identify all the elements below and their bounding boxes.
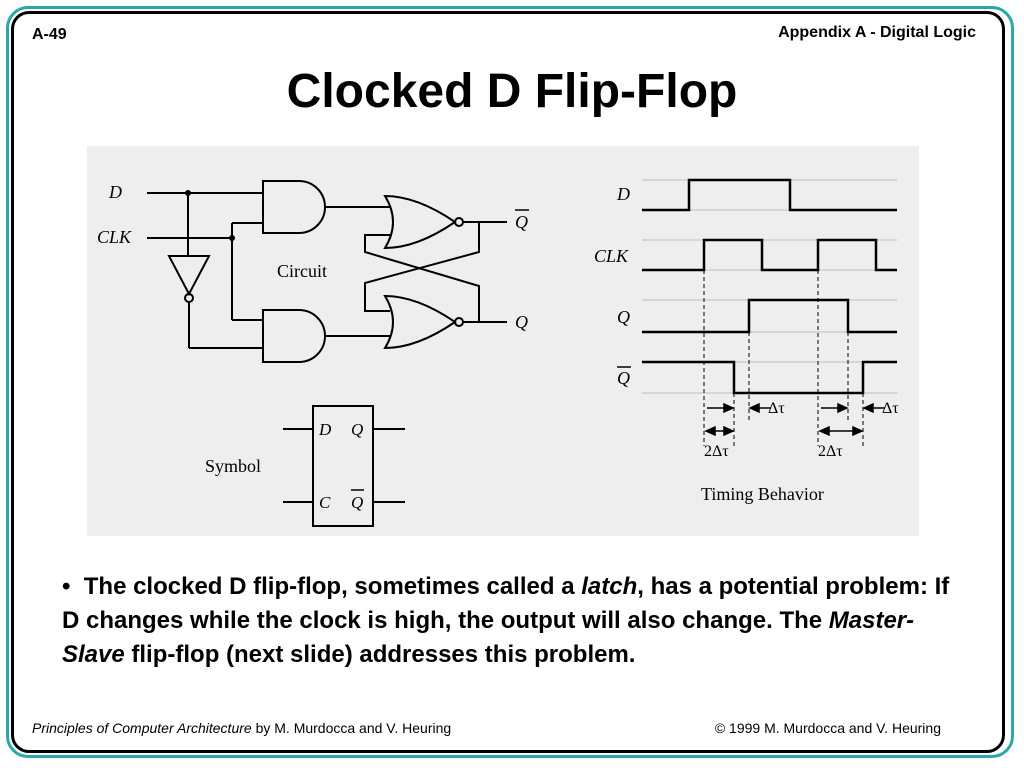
circuit-diagram <box>147 180 507 363</box>
timing-dashed-guides <box>703 270 864 446</box>
book-authors: by M. Murdocca and V. Heuring <box>251 720 452 736</box>
figure-panel: D CLK Q Q Circuit D C Q Q Symbol <box>87 146 919 536</box>
circuit-q-label: Q <box>515 312 528 332</box>
slide-frame-inner <box>11 11 1005 753</box>
flipflop-symbol <box>283 405 405 527</box>
circuit-qbar-label: Q <box>515 212 528 232</box>
delay-label-1: Δτ <box>768 400 785 417</box>
page-title: Clocked D Flip-Flop <box>286 65 738 118</box>
timing-waveforms <box>642 178 897 395</box>
nor-gate-bottom <box>383 294 457 350</box>
bullet-marker: • <box>62 573 71 600</box>
junction-d <box>185 190 191 196</box>
symbol-q-label: Q <box>351 420 363 439</box>
symbol-d-label: D <box>318 420 332 439</box>
timing-q-label: Q <box>617 307 630 327</box>
timing-arrows <box>704 402 885 437</box>
pulse-label-2: 2Δτ <box>818 443 843 460</box>
footer-copyright: © 1999 M. Murdocca and V. Heuring <box>714 720 941 736</box>
circuit-clk-label: CLK <box>97 227 132 247</box>
book-title: Principles of Computer Architecture <box>32 720 252 736</box>
section-title: Appendix A - Digital Logic <box>778 24 976 41</box>
timing-caption: Timing Behavior <box>701 484 824 504</box>
slide-number: A-49 <box>32 26 67 43</box>
delay-label-2: Δτ <box>882 400 899 417</box>
timing-d-label: D <box>616 184 630 204</box>
bullet-part3: flip-flop (next slide) addresses this pr… <box>124 641 636 668</box>
feedback-q-to-nor1 <box>364 234 480 322</box>
waveform-d <box>642 178 897 212</box>
pulse-label-1: 2Δτ <box>704 443 729 460</box>
latch-term: latch <box>581 573 638 600</box>
bullet-text: • The clocked D flip-flop, sometimes cal… <box>62 570 962 672</box>
footer-citation: Principles of Computer Architecture by M… <box>32 720 451 736</box>
slide-frame-outer <box>6 6 1014 758</box>
feedback-qbar-to-nor2 <box>364 222 480 312</box>
timing-clk-label: CLK <box>594 246 629 266</box>
symbol-caption: Symbol <box>205 456 261 476</box>
diagram-svg: D CLK Q Q Circuit D C Q Q Symbol <box>97 178 899 527</box>
circuit-junctions <box>185 190 235 241</box>
inverter-gate <box>167 255 211 297</box>
timing-qbar-label: Q <box>617 368 630 388</box>
circuit-d-label: D <box>108 182 122 202</box>
waveform-qbar <box>642 360 897 395</box>
symbol-box <box>312 405 374 527</box>
bullet-part1: The clocked D flip-flop, sometimes calle… <box>83 573 582 600</box>
symbol-c-label: C <box>319 493 331 512</box>
symbol-qbar-label: Q <box>351 493 363 512</box>
and-gate-bottom <box>262 309 326 363</box>
waveform-q <box>642 298 897 334</box>
nor-gate-top <box>383 194 457 250</box>
waveform-clk <box>642 238 897 272</box>
bullet-part2: , has a potential problem: If D changes … <box>62 573 950 634</box>
junction-clk <box>229 235 235 241</box>
master-slave-term: Master-Slave <box>62 607 915 668</box>
circuit-caption: Circuit <box>277 261 327 281</box>
and-gate-top <box>262 180 326 234</box>
